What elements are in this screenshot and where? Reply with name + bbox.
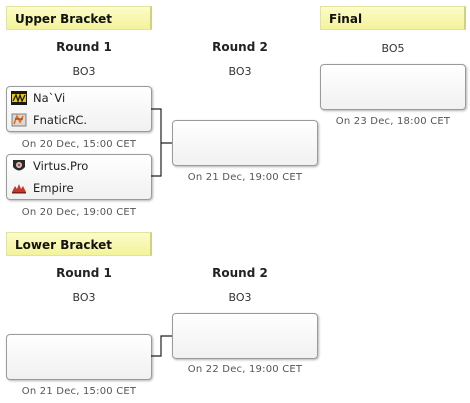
lower-round1-format: BO3 — [72, 291, 96, 304]
lower-round1-title: Round 1 — [56, 266, 112, 280]
team-name: Empire — [33, 181, 74, 195]
team-name: FnaticRC. — [33, 113, 88, 127]
team-name: Na`Vi — [33, 91, 66, 105]
team-row[interactable]: Na`Vi — [7, 87, 151, 109]
virtuspro-logo-icon — [11, 158, 27, 174]
upper-round2-format: BO3 — [228, 65, 252, 78]
lower-round2-title: Round 2 — [212, 266, 268, 280]
upper-bracket-connector — [151, 108, 173, 177]
final-match[interactable] — [320, 64, 466, 110]
navi-logo-icon — [11, 90, 27, 106]
match-time: On 23 Dec, 18:00 CET — [335, 116, 451, 127]
fnatic-logo-icon — [11, 112, 27, 128]
match-time: On 20 Dec, 19:00 CET — [21, 207, 137, 218]
final-label: Final — [320, 6, 466, 30]
match-time: On 21 Dec, 19:00 CET — [187, 172, 303, 183]
team-name: Virtus.Pro — [33, 159, 89, 173]
upper-r2-match[interactable] — [172, 120, 318, 166]
lower-round2-format: BO3 — [228, 291, 252, 304]
upper-round2-title: Round 2 — [212, 40, 268, 54]
team-row[interactable]: Empire — [7, 177, 151, 199]
match-time: On 20 Dec, 15:00 CET — [21, 139, 137, 150]
final-format: BO5 — [381, 42, 405, 55]
lower-bracket-label: Lower Bracket — [6, 232, 152, 256]
team-row[interactable]: FnaticRC. — [7, 109, 151, 131]
match-time: On 21 Dec, 15:00 CET — [21, 386, 137, 397]
upper-r1-match-1[interactable]: Na`Vi FnaticRC. — [6, 86, 152, 132]
upper-bracket-label: Upper Bracket — [6, 6, 152, 30]
upper-round1-title: Round 1 — [56, 40, 112, 54]
upper-round1-format: BO3 — [72, 65, 96, 78]
team-row[interactable]: Virtus.Pro — [7, 155, 151, 177]
match-time: On 22 Dec, 19:00 CET — [187, 364, 303, 375]
upper-r1-match-2[interactable]: Virtus.Pro Empire — [6, 154, 152, 200]
lower-bracket-connector — [151, 335, 173, 357]
empire-logo-icon — [11, 180, 27, 196]
lower-r2-match[interactable] — [172, 313, 318, 359]
lower-r1-match[interactable] — [6, 334, 152, 380]
